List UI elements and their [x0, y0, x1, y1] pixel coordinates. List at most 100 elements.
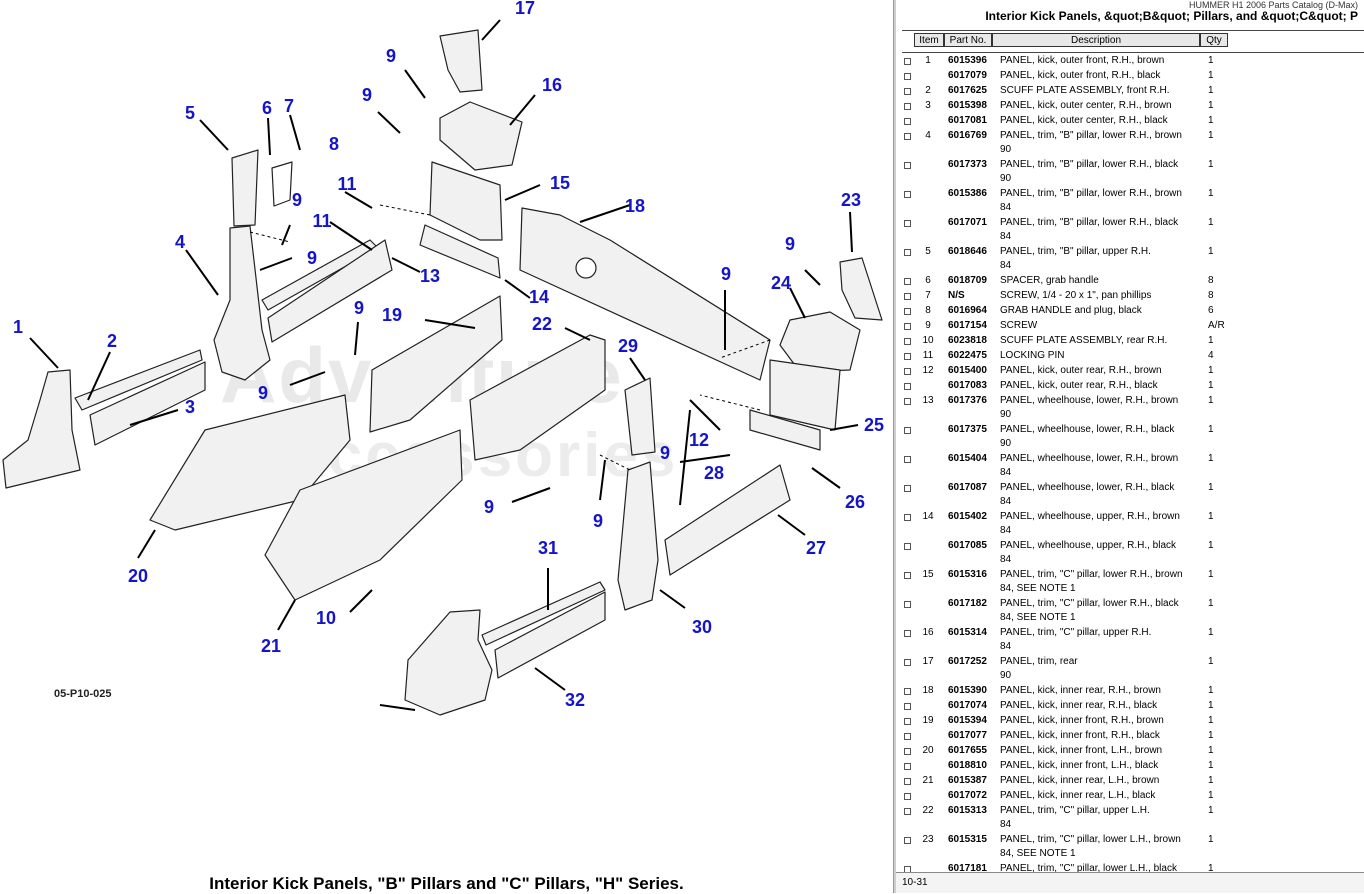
- row-checkbox[interactable]: [904, 398, 911, 405]
- row-part-no[interactable]: 6017081: [948, 115, 987, 126]
- row-part-no[interactable]: 6015390: [948, 685, 987, 696]
- row-checkbox[interactable]: [904, 133, 911, 140]
- row-checkbox[interactable]: [904, 427, 911, 434]
- row-checkbox[interactable]: [904, 601, 911, 608]
- row-part-no[interactable]: 6015396: [948, 55, 987, 66]
- column-header-item[interactable]: Item: [914, 33, 944, 47]
- row-part-no[interactable]: 6015315: [948, 834, 987, 845]
- row-part-no[interactable]: 6022475: [948, 350, 987, 361]
- row-part-no[interactable]: 6017376: [948, 395, 987, 406]
- row-part-no[interactable]: 6016964: [948, 305, 987, 316]
- row-part-no[interactable]: 6017154: [948, 320, 987, 331]
- row-part-no[interactable]: 6017074: [948, 700, 987, 711]
- row-part-no[interactable]: 6017252: [948, 656, 987, 667]
- row-checkbox[interactable]: [904, 353, 911, 360]
- row-checkbox[interactable]: [904, 191, 911, 198]
- row-part-no[interactable]: 6017072: [948, 790, 987, 801]
- pane-divider[interactable]: [893, 0, 897, 893]
- row-checkbox[interactable]: [904, 220, 911, 227]
- row-checkbox[interactable]: [904, 103, 911, 110]
- row-checkbox[interactable]: [904, 733, 911, 740]
- row-checkbox[interactable]: [904, 718, 911, 725]
- row-checkbox[interactable]: [904, 543, 911, 550]
- row-checkbox[interactable]: [904, 293, 911, 300]
- row-part-no[interactable]: 6015387: [948, 775, 987, 786]
- row-checkbox[interactable]: [904, 368, 911, 375]
- column-header-qty[interactable]: Qty: [1200, 33, 1228, 47]
- row-part-no[interactable]: N/S: [948, 290, 965, 301]
- row-checkbox[interactable]: [904, 808, 911, 815]
- row-part-no[interactable]: 6017077: [948, 730, 987, 741]
- row-checkbox[interactable]: [904, 703, 911, 710]
- row-part-no[interactable]: 6017083: [948, 380, 987, 391]
- row-checkbox[interactable]: [904, 793, 911, 800]
- row-part-no[interactable]: 6015394: [948, 715, 987, 726]
- row-checkbox[interactable]: [904, 118, 911, 125]
- row-part-no[interactable]: 6016769: [948, 130, 987, 141]
- row-checkbox[interactable]: [904, 162, 911, 169]
- row-part-no[interactable]: 6015402: [948, 511, 987, 522]
- row-part-no[interactable]: 6015400: [948, 365, 987, 376]
- column-header-part-no[interactable]: Part No.: [944, 33, 992, 47]
- row-part-no[interactable]: 6017375: [948, 424, 987, 435]
- row-checkbox[interactable]: [904, 514, 911, 521]
- row-part-no[interactable]: 6017085: [948, 540, 987, 551]
- row-part-no[interactable]: 6015398: [948, 100, 987, 111]
- row-checkbox[interactable]: [904, 456, 911, 463]
- row-part-no[interactable]: 6015404: [948, 453, 987, 464]
- row-part-no[interactable]: 6015316: [948, 569, 987, 580]
- row-part-no[interactable]: 6015313: [948, 805, 987, 816]
- row-checkbox[interactable]: [904, 659, 911, 666]
- row-part-no[interactable]: 6015386: [948, 188, 987, 199]
- row-checkbox[interactable]: [904, 383, 911, 390]
- row-part-no[interactable]: 6017087: [948, 482, 987, 493]
- row-part-no[interactable]: 6017071: [948, 217, 987, 228]
- row-part-no[interactable]: 6017373: [948, 159, 987, 170]
- row-part-no[interactable]: 6018646: [948, 246, 987, 257]
- row-checkbox[interactable]: [904, 837, 911, 844]
- row-checkbox[interactable]: [904, 308, 911, 315]
- row-part-no[interactable]: 6023818: [948, 335, 987, 346]
- row-checkbox[interactable]: [904, 630, 911, 637]
- row-checkbox[interactable]: [904, 572, 911, 579]
- row-part-no[interactable]: 6017079: [948, 70, 987, 81]
- row-checkbox[interactable]: [904, 688, 911, 695]
- row-part-no[interactable]: 6018810: [948, 760, 987, 771]
- row-checkbox[interactable]: [904, 88, 911, 95]
